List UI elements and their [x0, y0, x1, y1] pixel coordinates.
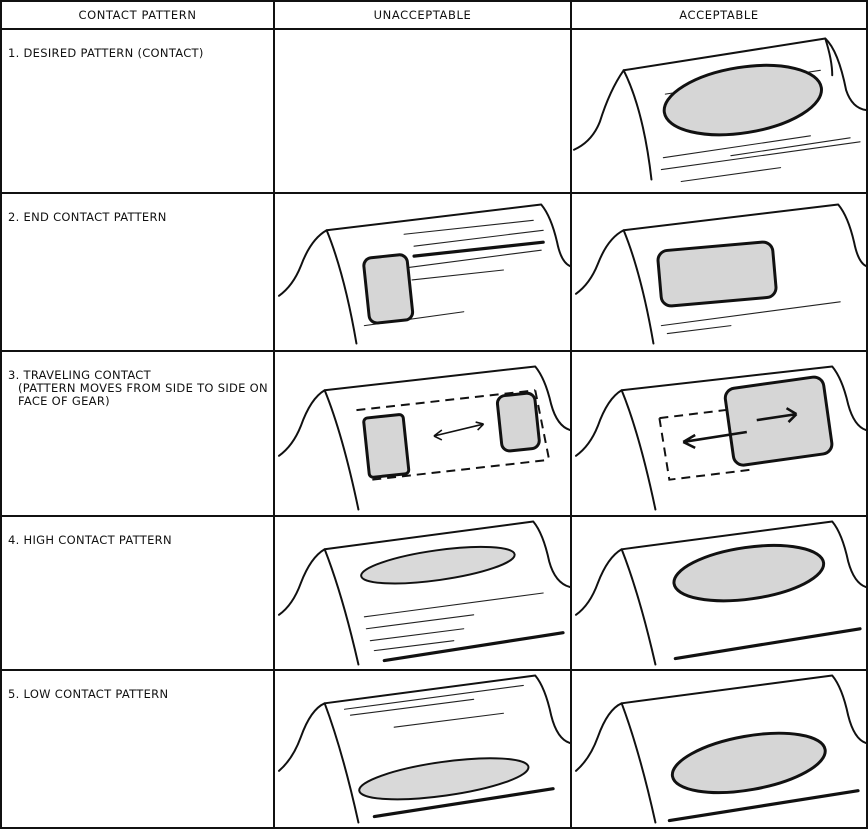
contact-patch [670, 731, 827, 795]
row-label: 1. DESIRED PATTERN (CONTACT) [8, 46, 204, 60]
row-end-contact: 2. END CONTACT PATTERN [0, 192, 868, 352]
contact-patch [656, 240, 778, 308]
row-label: 3. TRAVELING CONTACT [8, 368, 151, 382]
row-label: 5. LOW CONTACT PATTERN [8, 687, 169, 701]
row-desired-pattern: 1. DESIRED PATTERN (CONTACT) [0, 28, 868, 194]
row-label: 2. END CONTACT PATTERN [8, 210, 167, 224]
empty-cell [276, 31, 569, 191]
gear-tooth-traveling-unacceptable [277, 365, 569, 511]
contact-patch [362, 253, 415, 325]
gear-tooth-low-contact-acceptable [574, 674, 865, 824]
gear-tooth-end-contact-unacceptable [277, 203, 569, 345]
row-low-contact: 5. LOW CONTACT PATTERN [0, 669, 868, 829]
header-unacceptable: UNACCEPTABLE [273, 0, 572, 30]
header-contact-pattern: CONTACT PATTERN [0, 0, 275, 30]
contact-patch [358, 757, 530, 801]
contact-patch [360, 545, 516, 585]
row-label: 4. HIGH CONTACT PATTERN [8, 533, 172, 547]
gear-tooth-high-contact-unacceptable [277, 520, 569, 666]
row-sublabel: (PATTERN MOVES FROM SIDE TO SIDE ON FACE… [18, 381, 268, 408]
contact-patch [662, 63, 823, 137]
gear-tooth-desired-acceptable [573, 37, 865, 183]
gear-tooth-high-contact-acceptable [574, 520, 865, 666]
gear-tooth-low-contact-unacceptable [277, 674, 569, 824]
gear-tooth-end-contact-acceptable [574, 203, 865, 345]
contact-patch [723, 375, 834, 467]
header-acceptable: ACCEPTABLE [570, 0, 868, 30]
row-traveling-contact: 3. TRAVELING CONTACT (PATTERN MOVES FROM… [0, 350, 868, 517]
gear-tooth-traveling-acceptable [574, 365, 865, 511]
contact-patch [672, 543, 826, 603]
contact-patch-left [362, 413, 411, 479]
contact-patch-right [495, 391, 541, 453]
row-high-contact: 4. HIGH CONTACT PATTERN [0, 515, 868, 671]
